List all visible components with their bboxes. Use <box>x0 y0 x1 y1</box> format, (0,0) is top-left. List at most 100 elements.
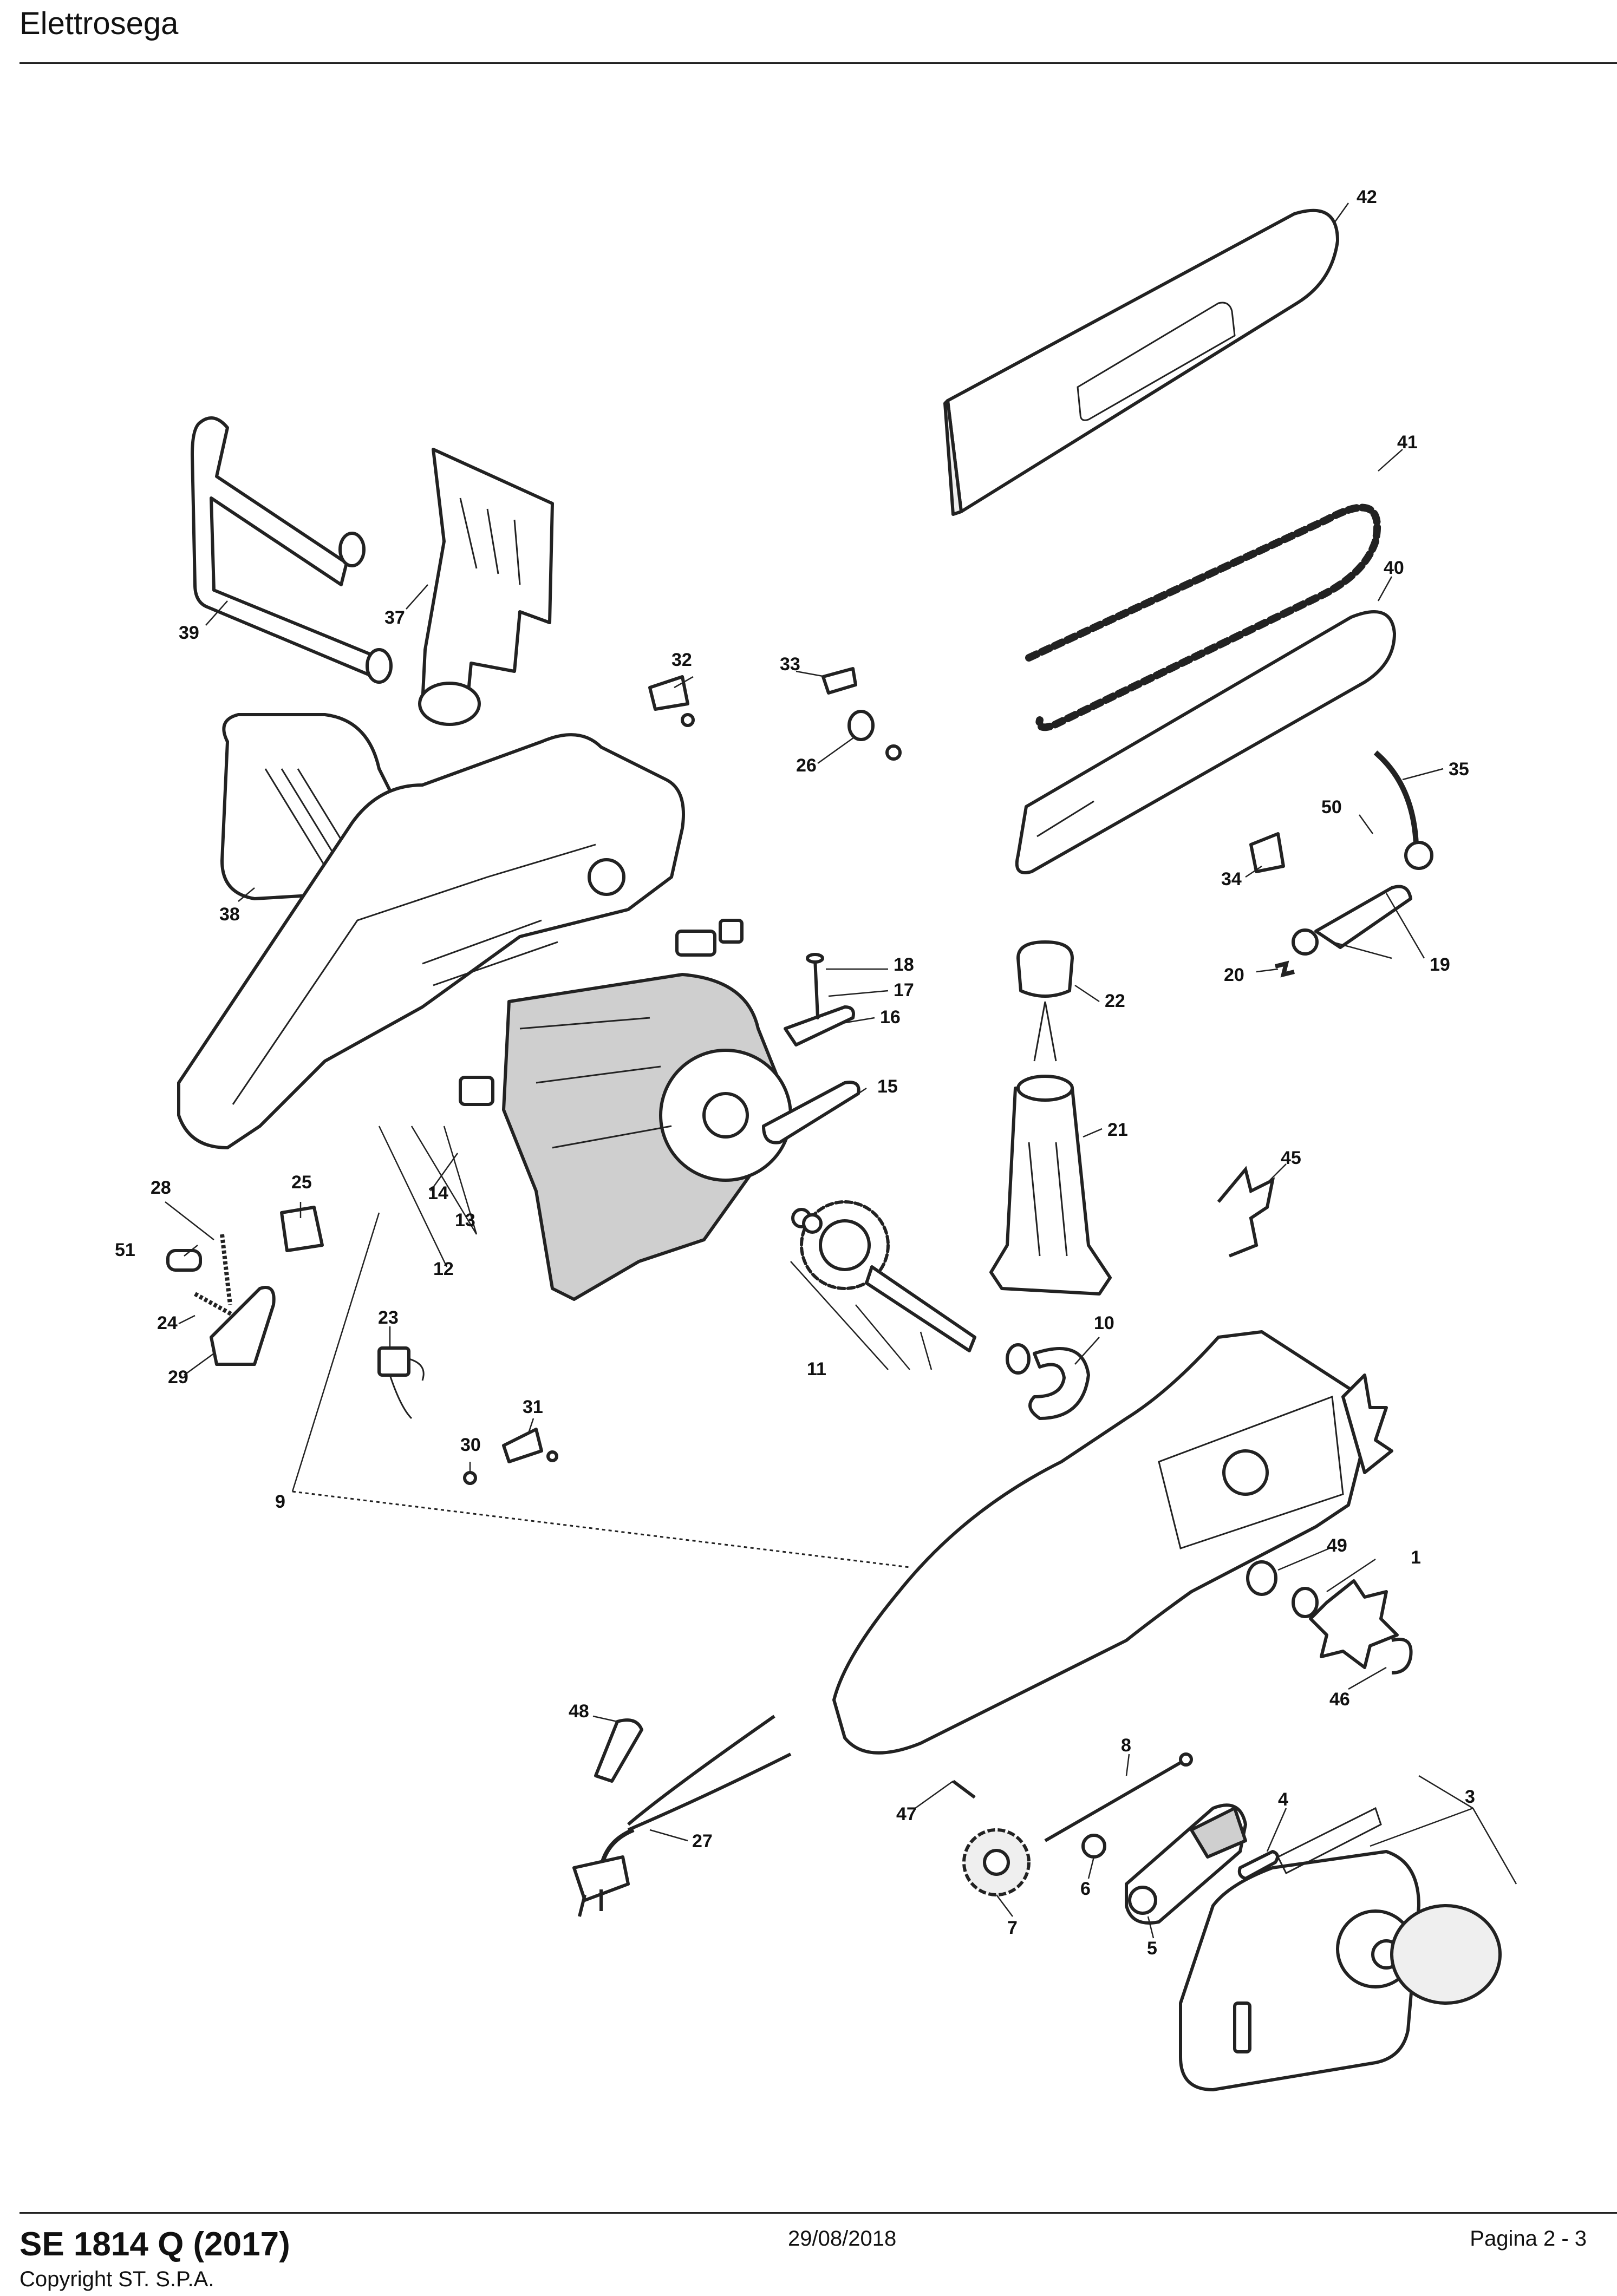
callout-10: 10 <box>1094 1313 1114 1333</box>
part-3-side-cover <box>1179 1807 1502 2091</box>
part-9-left-body <box>177 733 685 1149</box>
callout-1: 1 <box>1411 1547 1421 1568</box>
leader-lines <box>165 202 1517 1939</box>
callout-34: 34 <box>1221 869 1242 889</box>
part-7-tension-wheel <box>962 1828 1031 1896</box>
callout-8: 8 <box>1121 1735 1131 1756</box>
callout-37: 37 <box>384 607 405 628</box>
callout-13: 13 <box>455 1210 475 1231</box>
part-26-bushing <box>847 710 902 761</box>
callout-42: 42 <box>1357 187 1377 207</box>
part-21-oil-tank <box>989 1075 1112 1296</box>
page-title: Elettrosega <box>19 6 179 41</box>
part-25-block <box>280 1206 324 1252</box>
callout-39: 39 <box>179 623 199 643</box>
callout-19: 19 <box>1430 954 1450 975</box>
part-48-cable-sleeve <box>594 1718 643 1783</box>
callout-18: 18 <box>894 954 914 975</box>
exploded-parts-diagram: 1 3 4 5 6 7 8 9 10 11 12 13 14 15 16 17 … <box>115 187 1517 2091</box>
callout-16: 16 <box>880 1007 901 1028</box>
header-divider <box>19 62 1617 64</box>
part-49-ring <box>1246 1560 1277 1596</box>
part-9-right-body <box>832 1330 1393 1755</box>
part-8-tensioner-rod <box>1044 1752 1193 1842</box>
part-16-spring-plate <box>784 1005 855 1046</box>
callout-6: 6 <box>1080 1879 1091 1899</box>
copyright-text: Copyright ST. S.P.A. <box>19 2267 214 2291</box>
callout-47: 47 <box>896 1804 917 1824</box>
part-1-knob <box>1292 1579 1399 1669</box>
part-33-plate <box>821 667 857 695</box>
callout-30: 30 <box>460 1435 481 1455</box>
callout-3: 3 <box>1465 1787 1475 1807</box>
part-39-handle <box>191 416 393 684</box>
callout-4: 4 <box>1278 1789 1288 1810</box>
part-51-pin <box>166 1249 202 1272</box>
part-23-capacitor <box>377 1346 425 1420</box>
callout-9: 9 <box>275 1492 285 1512</box>
part-41-chain <box>1025 503 1381 731</box>
callout-23: 23 <box>378 1307 399 1328</box>
part-10-clip <box>1028 1347 1090 1420</box>
callout-32: 32 <box>671 650 692 670</box>
callout-51: 51 <box>115 1240 135 1260</box>
part-4-slot-plate <box>1237 1850 1279 1880</box>
callout-31: 31 <box>523 1397 543 1417</box>
part-19-oil-pump <box>1292 841 1433 956</box>
callout-48: 48 <box>569 1701 589 1722</box>
callout-45: 45 <box>1281 1148 1301 1168</box>
part-27-power-cord <box>572 1715 792 1917</box>
part-37-hand-guard <box>418 448 554 726</box>
callout-5: 5 <box>1147 1938 1157 1959</box>
part-28-spring <box>220 1234 232 1305</box>
part-46-clip <box>1391 1638 1413 1674</box>
part-34-lever <box>1249 832 1285 873</box>
callout-labels: 1 3 4 5 6 7 8 9 10 11 12 13 14 15 16 17 … <box>115 187 1475 1959</box>
callout-14: 14 <box>428 1183 448 1203</box>
callout-25: 25 <box>291 1172 312 1193</box>
callout-22: 22 <box>1105 991 1125 1011</box>
part-5-bar-plate <box>1125 1803 1247 1925</box>
part-40-guide-bar <box>1015 610 1396 874</box>
callout-12: 12 <box>433 1259 454 1279</box>
callout-38: 38 <box>219 904 240 925</box>
part-12-motor-assembly <box>502 973 792 1301</box>
callout-33: 33 <box>780 654 800 675</box>
callout-27: 27 <box>692 1831 713 1852</box>
part-42-bar-sheath <box>943 208 1339 516</box>
model-name: SE 1814 Q (2017) <box>19 2226 290 2263</box>
part-22-oil-cap <box>1016 940 1074 1062</box>
callout-35: 35 <box>1449 759 1469 780</box>
part-31-cable-clamp <box>502 1428 558 1463</box>
part-20-spring <box>1275 960 1295 978</box>
part-32-bracket <box>648 675 695 727</box>
part-13-switch-carrier <box>675 919 744 957</box>
callout-20: 20 <box>1224 965 1244 985</box>
callout-41: 41 <box>1397 432 1418 453</box>
part-35-oil-hose <box>1373 750 1419 845</box>
callout-49: 49 <box>1327 1535 1347 1556</box>
callout-21: 21 <box>1107 1120 1128 1140</box>
callout-29: 29 <box>168 1367 188 1388</box>
callout-15: 15 <box>877 1076 898 1097</box>
callout-7: 7 <box>1007 1918 1018 1938</box>
callout-26: 26 <box>796 755 817 776</box>
part-45-spring-wire <box>1217 1166 1275 1258</box>
part-14-switch <box>459 1076 494 1106</box>
page-number: Pagina 2 - 3 <box>1470 2227 1587 2251</box>
callout-50: 50 <box>1321 797 1342 817</box>
document-date: 29/08/2018 <box>788 2227 897 2251</box>
callout-11: 11 <box>807 1359 826 1379</box>
part-47-screw <box>952 1780 976 1799</box>
callout-40: 40 <box>1384 558 1404 578</box>
part-30-screw <box>463 1471 477 1485</box>
callout-28: 28 <box>151 1178 171 1198</box>
part-6-nut <box>1081 1834 1106 1859</box>
part-11-gear <box>791 1200 1031 1375</box>
part-29-trigger <box>210 1286 276 1366</box>
part-18-screw <box>806 953 824 1019</box>
callout-17: 17 <box>894 980 914 1000</box>
footer-divider <box>19 2212 1617 2214</box>
callout-46: 46 <box>1329 1689 1350 1710</box>
callout-24: 24 <box>157 1313 178 1333</box>
